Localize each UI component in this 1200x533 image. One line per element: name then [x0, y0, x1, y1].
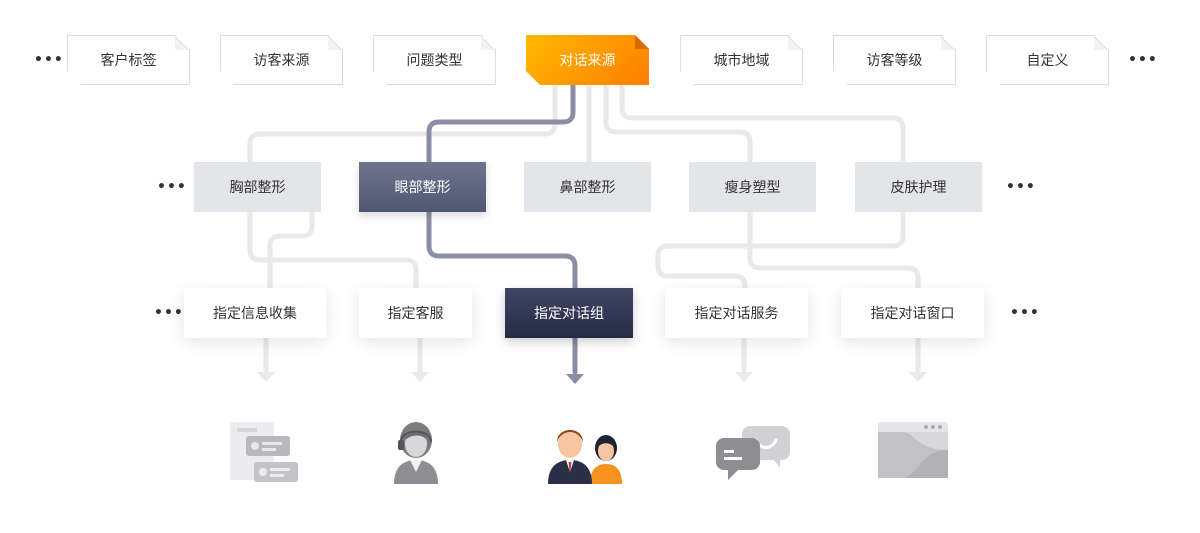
more-categories-left[interactable]: •••	[157, 179, 187, 195]
arrow-service-icon	[735, 372, 753, 382]
arrow-window-icon	[909, 372, 927, 382]
source-tag-custom[interactable]: 自定义	[986, 35, 1109, 85]
action-assign-conversation-window[interactable]: 指定对话窗口	[841, 288, 984, 338]
action-assign-agent[interactable]: 指定客服	[359, 288, 472, 338]
source-tag-customer-label[interactable]: 客户标签	[67, 35, 190, 85]
info-card-icon	[230, 422, 298, 482]
source-tag-question-type[interactable]: 问题类型	[373, 35, 496, 85]
conversation-group-icon	[548, 430, 622, 484]
source-tag-visitor-level[interactable]: 访客等级	[833, 35, 956, 85]
action-assign-info-collection[interactable]: 指定信息收集	[184, 288, 326, 338]
connector-chest-to-agent	[247, 209, 419, 291]
connector-source-to-chest	[247, 83, 558, 165]
connector-chest-to-info	[267, 209, 315, 291]
source-tag-visitor-source[interactable]: 访客来源	[220, 35, 343, 85]
action-assign-conversation-service[interactable]: 指定对话服务	[665, 288, 808, 338]
arrow-agent-icon	[411, 372, 429, 382]
source-tag-city-region[interactable]: 城市地域	[680, 35, 803, 85]
customer-service-agent-icon	[394, 422, 438, 484]
active-arrow-group-icon	[566, 374, 584, 384]
category-chest-surgery[interactable]: 胸部整形	[194, 162, 321, 212]
more-sources-right[interactable]: •••	[1128, 52, 1158, 68]
category-nose-surgery[interactable]: 鼻部整形	[524, 162, 651, 212]
connector-skin-to-service	[655, 209, 906, 291]
connector-source-to-skin	[619, 83, 906, 165]
chat-window-icon	[878, 422, 948, 478]
active-connector-eye-to-group	[426, 209, 578, 291]
more-sources-left[interactable]: •••	[34, 52, 64, 68]
more-actions-left[interactable]: •••	[154, 305, 184, 321]
more-actions-right[interactable]: •••	[1010, 305, 1040, 321]
category-body-slimming[interactable]: 瘦身塑型	[689, 162, 816, 212]
source-tag-conversation-source[interactable]: 对话来源	[526, 35, 649, 85]
more-categories-right[interactable]: •••	[1006, 179, 1036, 195]
chat-bubbles-icon	[716, 426, 790, 480]
active-connector-source-to-eye	[426, 83, 576, 165]
arrow-info-icon	[257, 372, 275, 382]
connector-source-to-slimming	[603, 83, 753, 165]
action-assign-conversation-group[interactable]: 指定对话组	[505, 288, 633, 338]
connector-slimming-to-window	[747, 209, 921, 291]
category-eye-surgery[interactable]: 眼部整形	[359, 162, 486, 212]
category-skin-care[interactable]: 皮肤护理	[855, 162, 982, 212]
